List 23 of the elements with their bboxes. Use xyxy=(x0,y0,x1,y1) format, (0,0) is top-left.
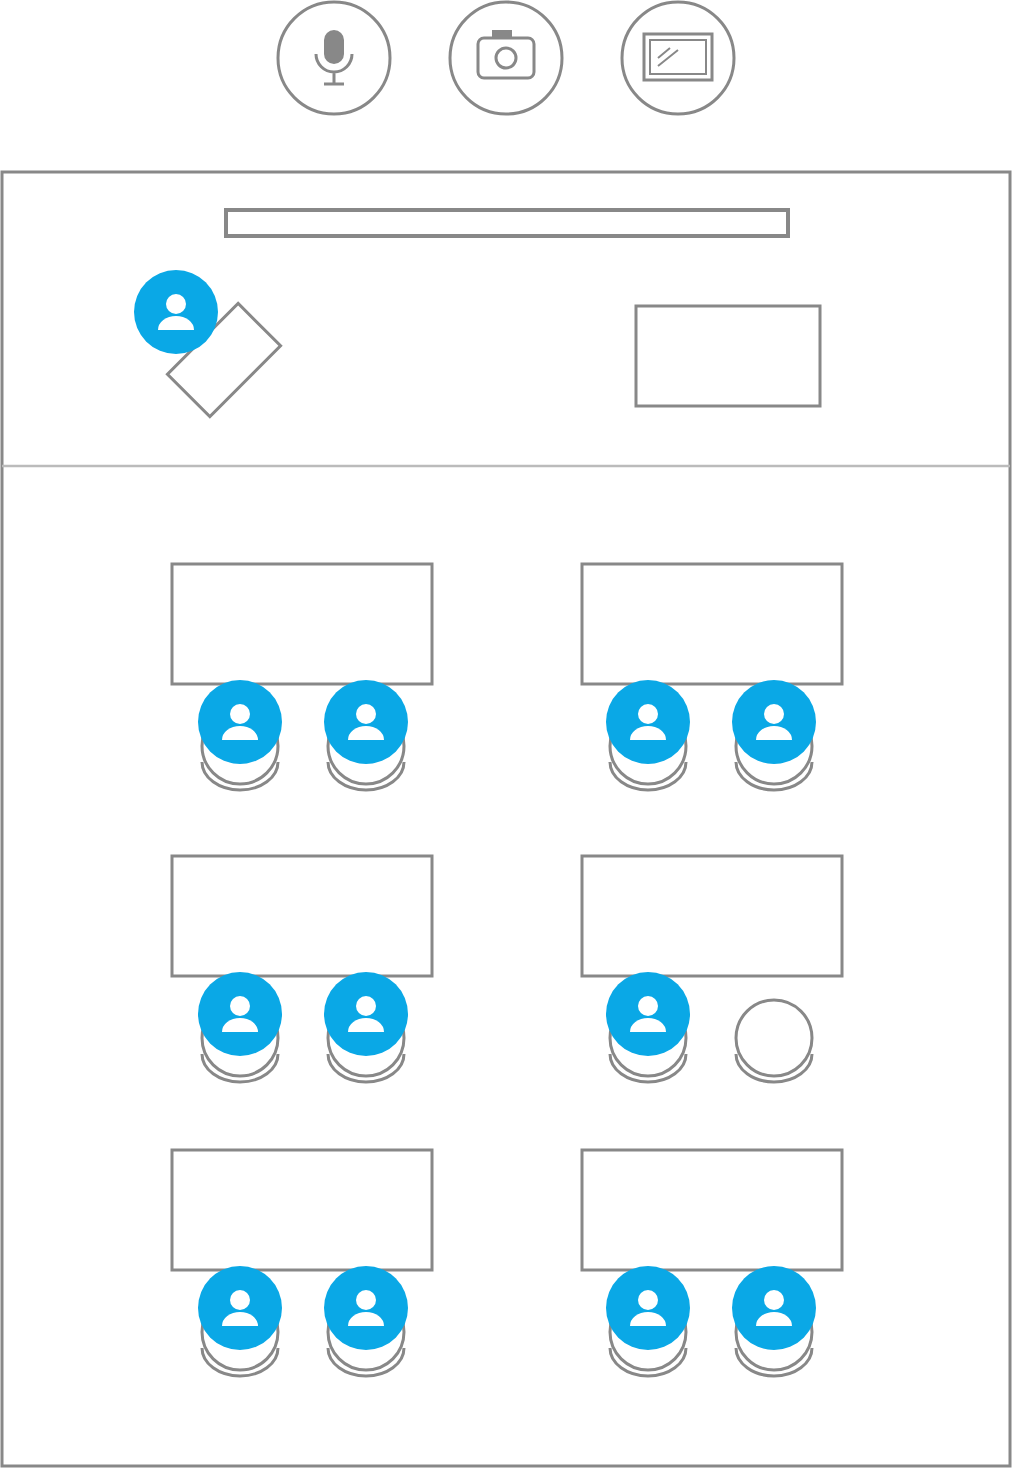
student-avatar-icon xyxy=(606,1266,690,1378)
student-avatar-icon xyxy=(732,680,816,792)
whiteboard xyxy=(224,208,790,238)
teacher-desk xyxy=(165,301,283,419)
student-avatar-icon xyxy=(606,972,690,1084)
student-avatar-icon xyxy=(324,680,408,792)
student-desk xyxy=(170,854,434,978)
table xyxy=(634,304,822,408)
teacher-avatar-icon xyxy=(134,270,218,354)
student-avatar-icon xyxy=(198,680,282,792)
student-avatar-icon xyxy=(324,1266,408,1378)
student-avatar-icon xyxy=(732,1266,816,1378)
student-desk xyxy=(170,1148,434,1272)
student-desk xyxy=(170,562,434,686)
classroom-floor xyxy=(0,170,1012,1468)
student-avatar-icon xyxy=(198,1266,282,1378)
student-desk xyxy=(580,562,844,686)
student-avatar-icon xyxy=(324,972,408,1084)
student-avatar-icon xyxy=(198,972,282,1084)
student-desk xyxy=(580,1148,844,1272)
student-desk xyxy=(580,854,844,978)
chair-icon xyxy=(734,998,814,1084)
student-avatar-icon xyxy=(606,680,690,792)
